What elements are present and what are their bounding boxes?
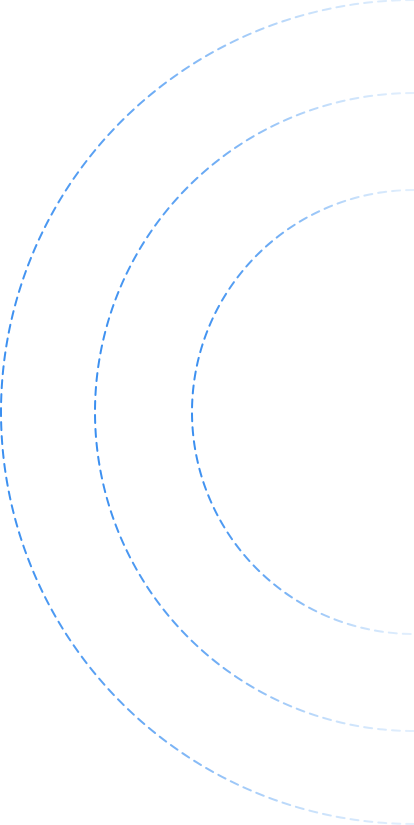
middle-dashed-arc [94,92,414,732]
inner-dashed-arc [191,189,414,635]
